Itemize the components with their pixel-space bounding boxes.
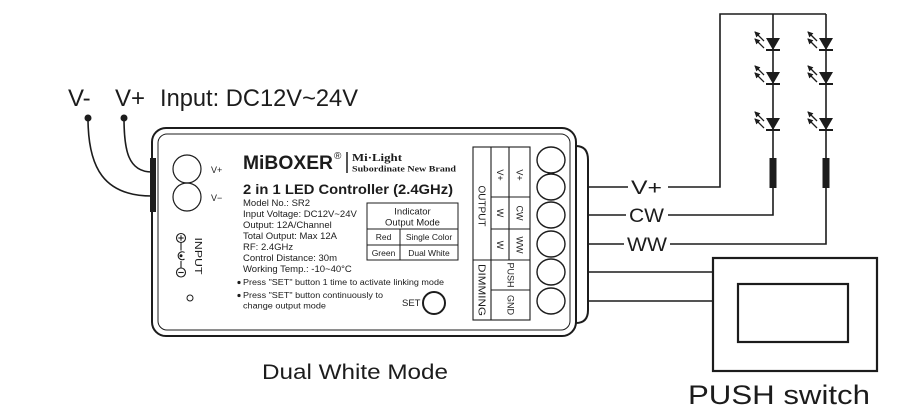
output-terminal-label: WW	[515, 237, 525, 254]
resistor-icon	[822, 158, 830, 188]
dc-polarity-icon	[175, 232, 187, 278]
input-cable-entry	[150, 158, 156, 212]
output-terminal-label: W	[495, 209, 505, 218]
spec-line: Input Voltage: DC12V~24V	[243, 209, 357, 220]
spec-line: Output: 12A/Channel	[243, 220, 332, 231]
screw-terminal-icon	[536, 230, 566, 258]
indicator-color: Green	[372, 248, 396, 258]
indicator-color: Red	[376, 232, 392, 242]
input-terminal-label: V+	[211, 165, 222, 175]
led-string-ww	[808, 14, 833, 188]
input-wires	[84, 114, 153, 197]
bullet-icon	[237, 293, 241, 298]
spec-line: Control Distance: 30m	[243, 253, 337, 264]
cw-wire	[668, 188, 774, 216]
registered-mark: ®	[334, 151, 342, 162]
controller-title: 2 in 1 LED Controller (2.4GHz)	[243, 181, 453, 197]
resistor-icon	[769, 158, 777, 188]
output-terminals	[536, 146, 566, 315]
brand-logo: MiBOXER ® Mi·Light Subordinate New Brand	[243, 151, 456, 174]
wire-label-v-plus: V+	[631, 178, 662, 199]
spec-line: RF: 2.4GHz	[243, 242, 293, 253]
wire-labels: V+ CW WW	[627, 178, 667, 256]
terminal-side-edge	[575, 145, 589, 324]
dimming-terminal-label: PUSH	[506, 262, 516, 287]
led-diode-icon	[808, 66, 833, 84]
set-button-icon	[422, 291, 446, 315]
led-string-cw	[755, 14, 780, 188]
output-label: OUTPUT	[476, 186, 488, 228]
terminal-block	[472, 146, 531, 321]
wire-label-cw: CW	[629, 206, 664, 227]
dimming-label: DIMMING	[476, 264, 488, 316]
spec-list: Model No.: SR2 Input Voltage: DC12V~24V …	[243, 198, 357, 275]
indicator-header: Indicator	[394, 207, 430, 218]
input-terminal-label: V−	[211, 193, 222, 203]
output-terminal-label: CW	[515, 206, 525, 221]
controller-inner-panel	[157, 133, 571, 331]
screw-terminal-icon	[172, 154, 202, 184]
screw-terminal-icon	[536, 201, 566, 229]
usage-notes: Press "SET" button 1 time to activate li…	[237, 278, 445, 311]
set-label: SET	[402, 298, 421, 309]
screw-terminal-icon	[536, 287, 566, 315]
negative-wire	[87, 117, 153, 197]
spec-line: Working Temp.: -10~40°C	[243, 264, 352, 275]
brand-name: MiBOXER	[243, 153, 333, 174]
led-diode-icon	[755, 32, 780, 50]
push-switch-button	[736, 282, 850, 344]
push-switch	[711, 256, 879, 373]
screw-terminal-icon	[536, 146, 566, 174]
led-diode-icon	[755, 66, 780, 84]
spec-line: Model No.: SR2	[243, 198, 310, 209]
mounting-hole	[186, 294, 194, 302]
indicator-mode: Single Color	[406, 232, 452, 242]
terminal-block-labels: OUTPUT DIMMING V+ W W V+ CW WW PUSH GND	[476, 169, 525, 316]
screw-terminal-icon	[172, 182, 202, 212]
positive-wire	[123, 117, 153, 173]
note-line: change output mode	[243, 302, 327, 311]
controller: V+ V− INPUT MiBOXER ® Mi·Light Subordina…	[150, 127, 589, 337]
input-terminals: V+ V−	[172, 154, 222, 212]
input-positive-label: V+	[115, 85, 145, 112]
note-line: Press "SET" button continuously to	[243, 291, 384, 300]
input-voltage-title: Input: DC12V~24V	[160, 85, 358, 112]
sub-brand-tagline: Subordinate New Brand	[352, 164, 456, 174]
led-diode-icon	[808, 112, 833, 130]
led-diode-icon	[755, 112, 780, 130]
power-input-label: V- V+ Input: DC12V~24V	[68, 85, 358, 112]
indicator-table: Indicator Output Mode Red Single Color G…	[366, 202, 459, 261]
bullet-icon	[237, 280, 241, 285]
sub-brand-name: Mi·Light	[352, 153, 403, 164]
switch-caption: PUSH switch	[688, 380, 870, 410]
indicator-header: Output Mode	[385, 218, 440, 229]
controller-outer-case	[151, 127, 577, 337]
indicator-mode: Dual White	[408, 248, 450, 258]
ww-wire	[670, 188, 827, 245]
mode-caption: Dual White Mode	[262, 361, 448, 384]
output-terminal-label: V+	[495, 169, 505, 180]
wire-label-ww: WW	[627, 235, 667, 256]
input-negative-label: V-	[68, 85, 91, 112]
led-diode-icon	[808, 32, 833, 50]
screw-terminal-icon	[536, 258, 566, 286]
dimming-terminal-label: GND	[506, 295, 516, 316]
note-line: Press "SET" button 1 time to activate li…	[243, 278, 445, 287]
input-label: INPUT	[192, 238, 204, 276]
screw-terminal-icon	[536, 173, 566, 201]
push-switch-frame	[711, 256, 879, 373]
output-terminal-label: W	[495, 241, 505, 250]
output-terminal-label: V+	[515, 169, 525, 180]
spec-line: Total Output: Max 12A	[243, 231, 338, 242]
v-plus-wire	[668, 13, 826, 188]
